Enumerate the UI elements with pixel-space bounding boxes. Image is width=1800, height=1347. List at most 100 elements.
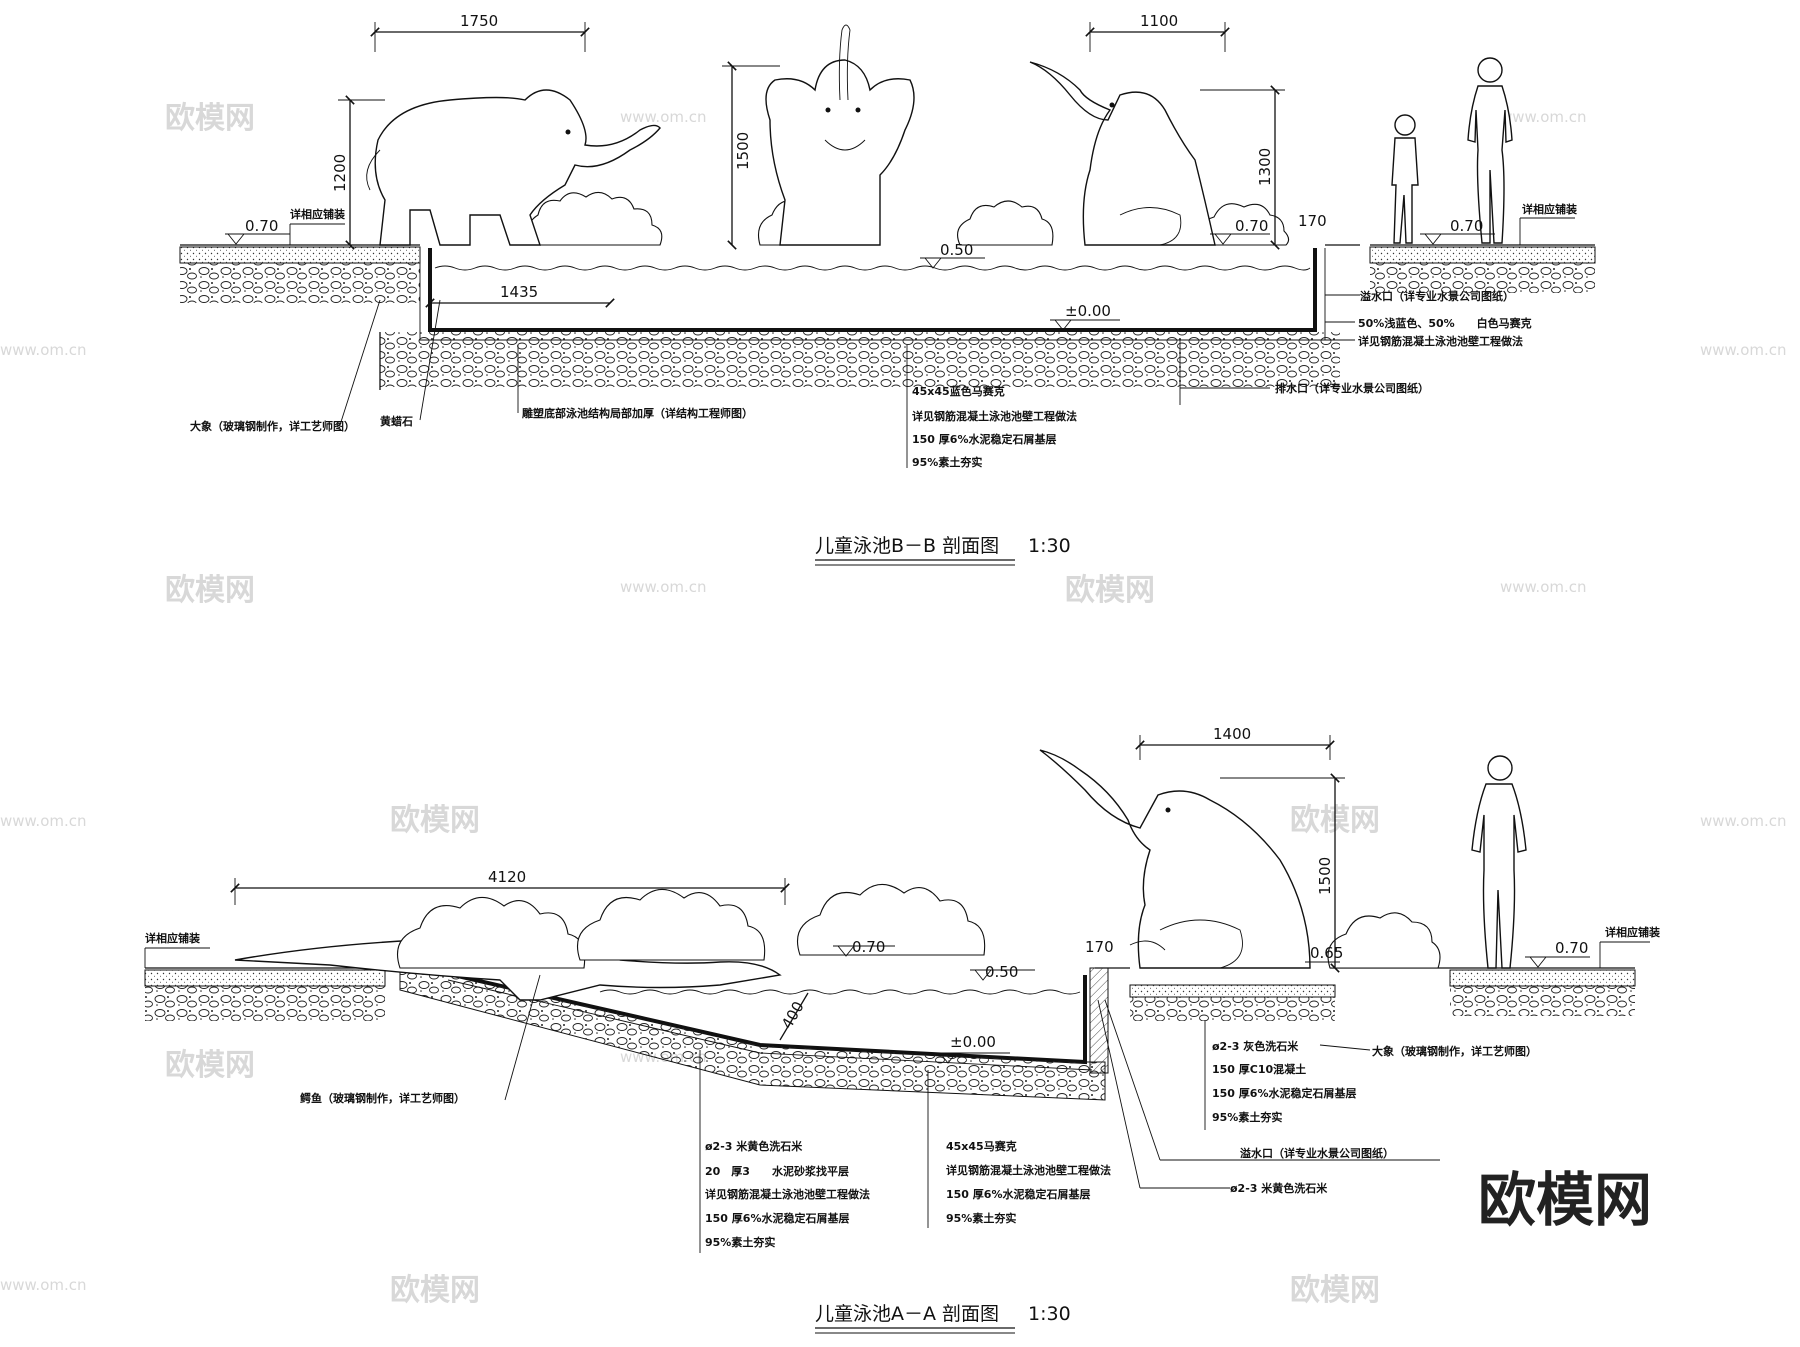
label-stone: 黄蜡石	[380, 414, 413, 428]
label-overflow-bb: 溢水口（详专业水景公司图纸）	[1360, 289, 1514, 303]
watermark-brand: 欧模网	[390, 803, 480, 838]
watermark-site: www.om.cn	[1700, 341, 1787, 359]
water-surface-aa	[599, 989, 1081, 995]
shrub	[1198, 203, 1290, 246]
elev-aa-right: 0.70	[1525, 939, 1590, 968]
pool-shell-bb	[428, 248, 1317, 332]
dim-aa-edge: 170	[1085, 938, 1114, 956]
base-bb	[380, 332, 1340, 387]
label-aa-right-3: 150 厚6%水泥稳定石屑基层	[1212, 1086, 1356, 1100]
label-paving-left: 详相应铺装	[290, 207, 345, 221]
elephant-sculpture-center	[765, 24, 915, 246]
dim-aa-right-width: 1400	[1135, 725, 1335, 760]
watermark-site: www.om.cn	[1500, 108, 1587, 126]
dim-text: 4120	[488, 868, 526, 886]
dim-left-height: 1200	[331, 95, 385, 250]
label-overflow-aa: 溢水口（详专业水景公司图纸）	[1240, 1146, 1394, 1160]
watermark-brand: 欧模网	[390, 1273, 480, 1308]
section-scale-aa: 1:30	[1028, 1303, 1071, 1325]
label-aa-slope-2: 20 厚3 水泥砂浆找平层	[705, 1164, 849, 1178]
watermark-brand: 欧模网	[165, 1048, 255, 1083]
paving-left	[179, 246, 421, 264]
shrub	[576, 888, 766, 961]
watermark-site: www.om.cn	[1700, 812, 1787, 830]
elephant-sculpture-right	[1029, 61, 1216, 246]
dim-aa-height: 1500	[1220, 773, 1345, 973]
svg-text:0.70: 0.70	[1555, 939, 1588, 957]
dim-text: 1300	[1256, 148, 1274, 186]
elev-aa-deck: 0.65	[1305, 944, 1343, 963]
svg-text:0.70: 0.70	[1450, 217, 1483, 235]
svg-text:0.65: 0.65	[1310, 944, 1343, 962]
label-aa-bottom-2: 详见钢筋混凝土泳池池壁工程做法	[946, 1163, 1111, 1177]
watermark-brand: 欧模网	[1290, 1273, 1380, 1308]
watermark-site: www.om.cn	[0, 1276, 87, 1294]
svg-text:±0.00: ±0.00	[1065, 302, 1111, 320]
label-aa-slope-3: 详见钢筋混凝土泳池池壁工程做法	[705, 1187, 870, 1201]
label-bb-layer-3: 150 厚6%水泥稳定石屑基层	[912, 432, 1056, 446]
label-aa-slope-4: 150 厚6%水泥稳定石屑基层	[705, 1211, 849, 1225]
label-bb-layer-2: 详见钢筋混凝土泳池池壁工程做法	[912, 409, 1077, 423]
label-wall-ref-bb: 详见钢筋混凝土泳池池壁工程做法	[1358, 334, 1523, 348]
label-elephant-bb: 大象（玻璃钢制作，详工艺师图）	[190, 419, 355, 433]
shrub	[526, 191, 663, 246]
svg-text:±0.00: ±0.00	[950, 1033, 996, 1051]
dim-mid-height: 1500	[722, 61, 780, 250]
label-crocodile: 鳄鱼（玻璃钢制作，详工艺师图）	[300, 1091, 465, 1105]
shrub	[1327, 912, 1441, 969]
adult-figure	[1467, 57, 1513, 244]
label-aa-slope-5: 95%素土夯实	[705, 1235, 775, 1249]
paving-left-aa	[144, 969, 386, 987]
base-right	[1370, 263, 1595, 293]
label-bb-layer-4: 95%素土夯实	[912, 455, 982, 469]
svg-text:0.50: 0.50	[985, 963, 1018, 981]
section-bb: 1750 1100 1200 1500 1300 1435 170	[179, 12, 1596, 566]
elev-left: 0.70	[225, 217, 290, 245]
watermark-site: www.om.cn	[0, 341, 87, 359]
elephant-sculpture-aa	[1039, 749, 1311, 969]
section-aa: 4120 1400 1500 400 170 0.70 0.50	[144, 725, 1660, 1334]
svg-text:0.70: 0.70	[245, 217, 278, 235]
watermark-brand: 欧模网	[1065, 573, 1155, 608]
dim-aa-left-width: 4120	[230, 868, 790, 905]
elev-right-inner: 0.70	[1210, 217, 1270, 245]
paving-right	[1369, 246, 1596, 264]
label-paving-right-aa: 详相应铺装	[1605, 925, 1660, 939]
label-drain: 排水口（详专业水景公司图纸）	[1275, 381, 1429, 395]
label-bb-layer-1: 45x45蓝色马赛克	[912, 384, 1005, 398]
dim-text: 1750	[460, 12, 498, 30]
elev-aa-left: 0.70	[833, 938, 895, 957]
watermark-site: www.om.cn	[1500, 578, 1587, 596]
dim-text: 1500	[1316, 857, 1334, 895]
label-aa-right-4: 95%素土夯实	[1212, 1110, 1282, 1124]
dim-text: 1435	[500, 283, 538, 301]
elephant-sculpture-left	[366, 89, 661, 246]
label-paving-left-aa: 详相应铺装	[145, 931, 200, 945]
label-aa-right-1: ø2-3 灰色洗石米	[1212, 1039, 1299, 1053]
elev-right: 0.70	[1420, 217, 1495, 245]
elev-aa-bottom: ±0.00	[935, 1033, 1010, 1064]
dim-edge: 170	[1298, 212, 1327, 230]
watermark-site: www.om.cn	[620, 108, 707, 126]
label-paving-right: 详相应铺装	[1522, 202, 1577, 216]
base-left	[180, 263, 420, 303]
brand-logo-text: 欧模网	[1478, 1166, 1652, 1234]
dim-text: 400	[778, 998, 808, 1032]
dim-text: 1100	[1140, 12, 1178, 30]
elev-bottom: ±0.00	[1050, 302, 1120, 331]
label-aa-bottom-4: 95%素土夯实	[946, 1211, 1016, 1225]
watermark-brand: 欧模网	[165, 573, 255, 608]
dim-text: 1200	[331, 154, 349, 192]
label-aa-bottom-3: 150 厚6%水泥稳定石屑基层	[946, 1187, 1090, 1201]
watermark-site: www.om.cn	[620, 578, 707, 596]
dim-left-width: 1750	[370, 12, 590, 52]
label-washstone: ø2-3 米黄色洗石米	[1230, 1181, 1328, 1195]
adult-figure-aa	[1471, 755, 1527, 969]
shrub	[796, 883, 986, 956]
shrub	[957, 200, 1054, 246]
svg-text:0.70: 0.70	[1235, 217, 1268, 235]
watermark-site: www.om.cn	[0, 812, 87, 830]
section-title-bb: 儿童泳池B－B 剖面图	[815, 535, 999, 557]
dim-right-height: 1300	[1200, 85, 1285, 250]
